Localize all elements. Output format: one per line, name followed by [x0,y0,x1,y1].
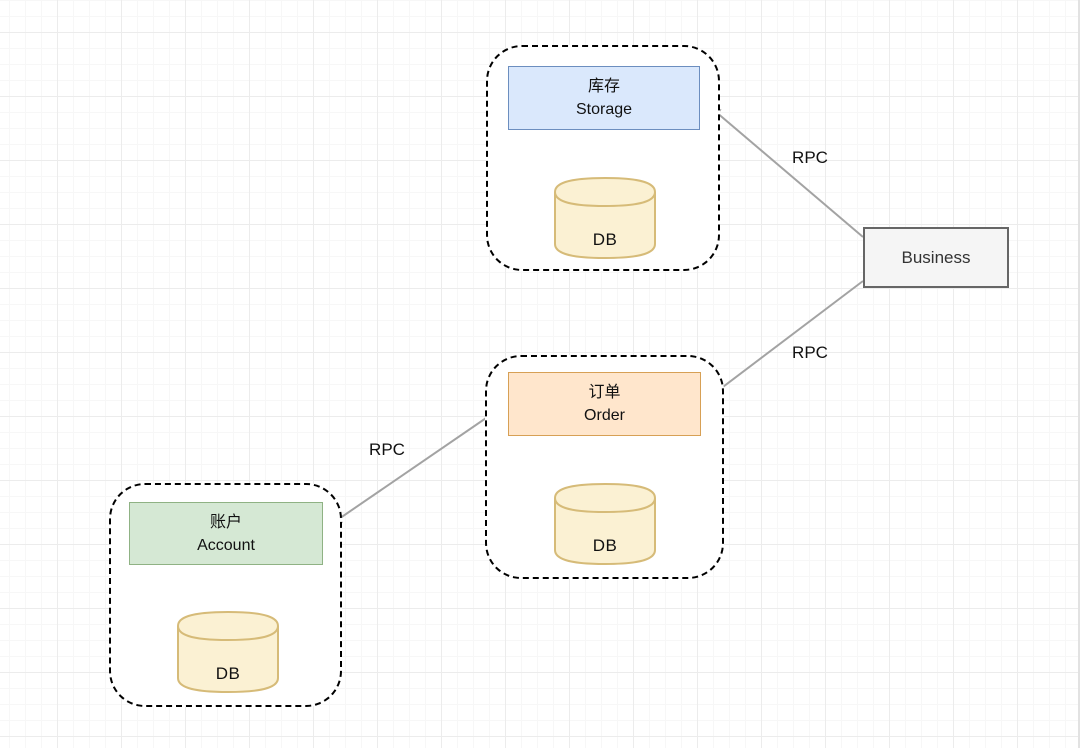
business-label: Business [901,248,971,267]
account-title-en: Account [197,536,255,554]
database-cylinder-icon [177,610,279,694]
account-db-label: DB [215,664,241,683]
order-title-zh: 订单 [588,384,621,401]
order-db-label: DB [592,536,618,555]
account-service-node: 账户 Account [129,502,323,565]
rpc-label-business-order: RPC [792,343,828,362]
storage-db-cylinder: DB [553,176,657,260]
account-title-zh: 账户 [209,513,242,531]
order-service-node: 订单 Order [508,372,701,436]
database-cylinder-icon [554,176,656,260]
database-cylinder-icon [554,482,656,566]
order-db-cylinder: DB [553,482,657,566]
storage-title-en: Storage [575,101,633,118]
edge-business-to-order [706,280,864,400]
order-title-en: Order [584,407,625,424]
rpc-label-business-storage: RPC [792,148,828,167]
storage-title-zh: 库存 [587,78,620,95]
edge-order-to-account [329,402,509,526]
storage-db-label: DB [592,230,618,249]
rpc-label-order-account: RPC [369,440,405,459]
business-node: Business [863,227,1009,288]
storage-service-node: 库存 Storage [508,66,700,130]
edge-business-to-storage [708,105,864,238]
account-db-cylinder: DB [176,610,280,694]
